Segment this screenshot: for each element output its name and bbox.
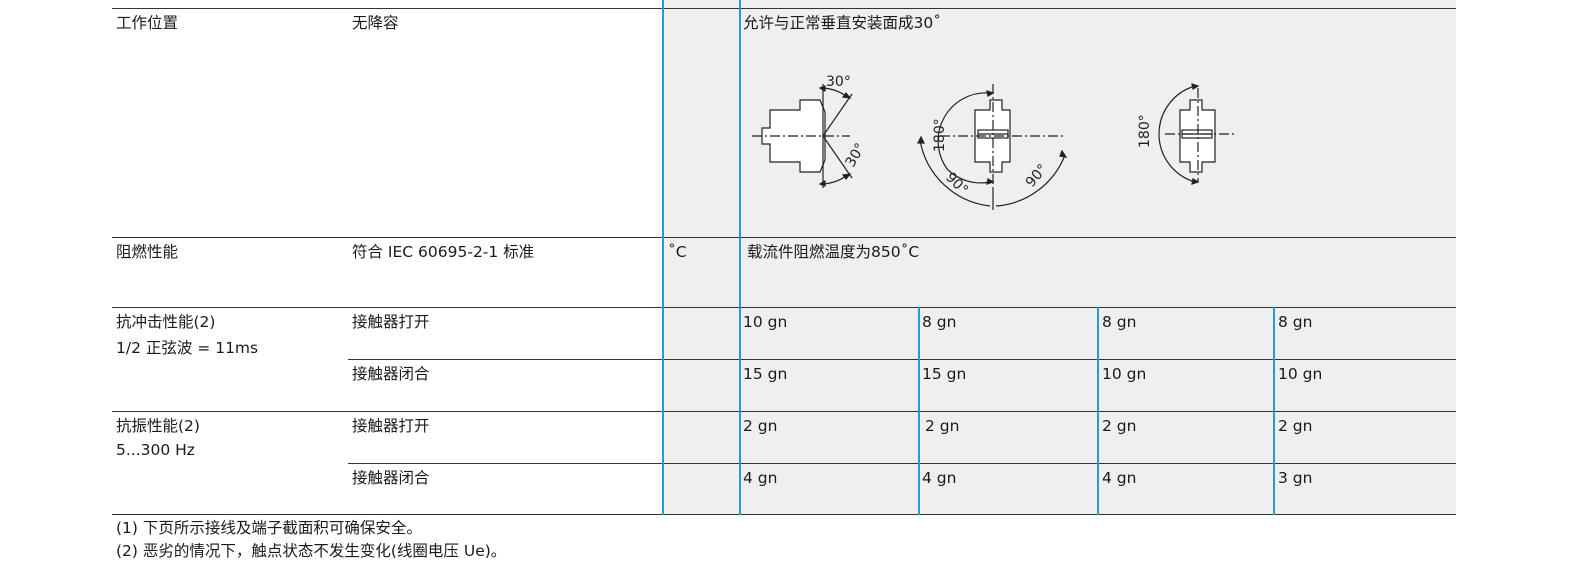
shock-closed-value: 15 gn xyxy=(743,365,788,383)
position-label: 工作位置 xyxy=(116,14,179,32)
rotation-diagram-front xyxy=(917,84,1068,210)
mounting-position-diagrams: 30° 30° 180° 90° 90° 180° xyxy=(752,74,1235,210)
vibration-sublabel: 5...300 Hz xyxy=(116,441,195,459)
vibration-closed-value: 4 gn xyxy=(743,469,778,487)
vibration-closed-value: 3 gn xyxy=(1278,469,1313,487)
unit-column-background xyxy=(664,0,740,515)
d3-angle-side: 180° xyxy=(1137,114,1153,148)
shock-open-value: 8 gn xyxy=(1102,313,1137,331)
shock-open-value: 10 gn xyxy=(743,313,788,331)
rotation-diagram-side xyxy=(1158,83,1235,185)
d2-angle-side: 180° xyxy=(932,118,948,152)
row-divider-shock-sub xyxy=(348,359,1456,360)
vibration-label: 抗振性能(2) xyxy=(116,417,200,435)
flame-label: 阻燃性能 xyxy=(116,243,179,261)
d2-angle-left: 90° xyxy=(942,170,971,199)
vibration-open-value: 2 gn xyxy=(743,417,778,435)
row-divider-flame xyxy=(112,237,1456,238)
shock-closed-label: 接触器闭合 xyxy=(352,365,430,383)
flame-unit: ˚C xyxy=(668,243,687,261)
column-divider-v4 xyxy=(1273,307,1275,515)
shock-sublabel: 1/2 正弦波 = 11ms xyxy=(116,339,259,357)
vibration-open-value: 2 gn xyxy=(1102,417,1137,435)
position-description: 允许与正常垂直安装面成30˚ xyxy=(743,14,941,32)
row-divider-shock xyxy=(112,307,1456,308)
d1-angle-top: 30° xyxy=(826,74,851,90)
vibration-open-value: 2 gn xyxy=(1278,417,1313,435)
footnote-2: (2) 恶劣的情况下，触点状态不发生变化(线圈电压 Ue)。 xyxy=(116,542,507,560)
flame-description: 载流件阻燃温度为850˚C xyxy=(747,243,920,261)
vibration-closed-label: 接触器闭合 xyxy=(352,469,430,487)
vibration-closed-value: 4 gn xyxy=(1102,469,1137,487)
column-divider-v3 xyxy=(1097,307,1099,515)
row-divider-vibration-sub xyxy=(348,463,1456,464)
tilt-diagram xyxy=(752,84,853,188)
position-value: 无降容 xyxy=(352,14,399,32)
vibration-open-label: 接触器打开 xyxy=(352,417,430,435)
shock-open-label: 接触器打开 xyxy=(352,313,430,331)
footnote-1: (1) 下页所示接线及端子截面积可确保安全。 xyxy=(116,519,422,537)
shock-closed-value: 15 gn xyxy=(922,365,967,383)
column-divider-values xyxy=(739,0,741,515)
vibration-open-value: 2 gn xyxy=(925,417,960,435)
shock-closed-value: 10 gn xyxy=(1278,365,1323,383)
column-divider-v2 xyxy=(918,307,920,515)
vibration-closed-value: 4 gn xyxy=(922,469,957,487)
flame-value: 符合 IEC 60695-2-1 标准 xyxy=(352,243,535,261)
row-divider-top xyxy=(112,8,1456,9)
shock-closed-value: 10 gn xyxy=(1102,365,1147,383)
row-divider-vibration xyxy=(112,411,1456,412)
row-divider-bottom xyxy=(112,514,1456,515)
column-divider-unit xyxy=(662,0,664,515)
d2-angle-right: 90° xyxy=(1023,161,1051,190)
d1-angle-bottom: 30° xyxy=(843,140,869,170)
shock-open-value: 8 gn xyxy=(1278,313,1313,331)
shock-open-value: 8 gn xyxy=(922,313,957,331)
shock-label: 抗冲击性能(2) xyxy=(116,313,216,331)
